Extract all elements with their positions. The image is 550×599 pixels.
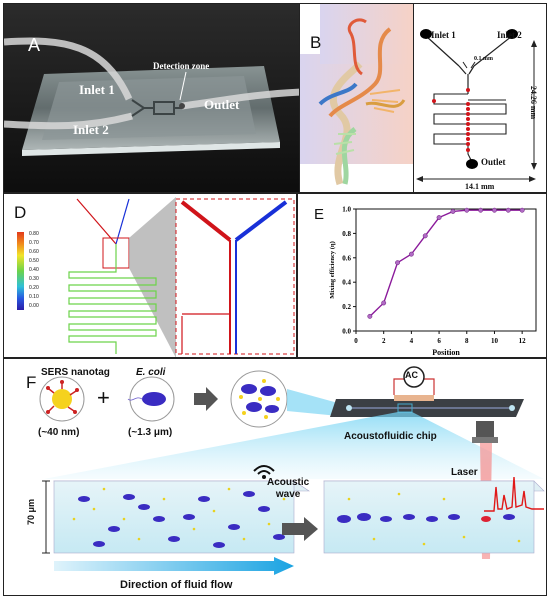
data-point xyxy=(436,215,442,220)
aptamer-structure-illustration xyxy=(300,4,413,186)
chip-schematic xyxy=(416,29,537,182)
colorbar-tick: 0.30 xyxy=(29,276,39,282)
data-point xyxy=(367,313,373,319)
y-tick-label: 0.8 xyxy=(342,230,351,238)
flow-direction-arrow xyxy=(54,557,294,575)
c-outlet-label: Outlet xyxy=(481,157,506,167)
nanotag-title: SERS nanotag xyxy=(41,367,110,378)
c-inlet1-label: Inlet 1 xyxy=(431,30,456,40)
channel-height-label: 70 μm xyxy=(26,498,37,526)
detection-arrow xyxy=(179,71,187,101)
flow-direction-label: Direction of fluid flow xyxy=(120,579,233,591)
colorbar-tick: 0.50 xyxy=(29,258,39,264)
data-point xyxy=(519,207,525,213)
x-tick-label: 4 xyxy=(410,337,414,345)
panel-label-e: E xyxy=(314,206,324,223)
data-point xyxy=(381,300,387,306)
series-line xyxy=(369,209,523,317)
acoustic-wave-label: Acoustic wave xyxy=(267,477,310,500)
workflow-illustration xyxy=(39,366,545,575)
ecoli-size: (~1.3 μm) xyxy=(128,427,173,438)
ac-source xyxy=(403,366,425,388)
x-tick-label: 12 xyxy=(519,337,527,345)
c-width-label: 14.1 mm xyxy=(465,182,495,191)
laser-label: Laser xyxy=(451,467,478,478)
x-tick-label: 2 xyxy=(382,337,386,345)
data-point xyxy=(450,208,456,214)
data-point xyxy=(464,207,470,213)
laser-icon xyxy=(476,421,494,439)
chip-photo xyxy=(4,4,299,192)
c-inlet2-label: Inlet 2 xyxy=(497,30,522,40)
colorbar-ticks: 0.80 0.70 0.60 0.50 0.40 0.30 0.20 0.10 … xyxy=(29,230,39,311)
y-tick-label: 0.0 xyxy=(342,328,351,336)
colorbar-tick: 0.60 xyxy=(29,249,39,255)
detection-zone-label: Detection zone xyxy=(153,61,210,71)
sers-spectrum xyxy=(484,476,544,512)
x-tick-label: 0 xyxy=(354,337,358,345)
panel-label-f: F xyxy=(26,373,37,392)
process-arrow xyxy=(194,387,218,411)
x-axis-label: Position xyxy=(432,348,460,357)
panel-label-d: D xyxy=(14,203,27,222)
data-point xyxy=(408,251,414,257)
colorbar-tick: 0.10 xyxy=(29,294,39,300)
outlet-label: Outlet xyxy=(204,97,240,112)
y-tick-label: 0.4 xyxy=(342,279,351,287)
y-tick-label: 0.6 xyxy=(342,254,351,262)
x-tick-label: 6 xyxy=(437,337,441,345)
plot-frame xyxy=(355,208,537,332)
colorbar-tick: 0.20 xyxy=(29,285,39,291)
ac-label: AC xyxy=(405,370,418,380)
channel-before xyxy=(53,480,295,554)
data-point xyxy=(492,207,497,213)
data-point xyxy=(478,207,484,213)
chart-marks xyxy=(367,207,525,319)
panel-c: C Inlet 1 Inlet 2 0.1 xyxy=(413,3,547,193)
inlet1-label: Inlet 1 xyxy=(79,82,115,97)
colorbar-tick: 0.00 xyxy=(29,303,39,309)
y-axis-label: Mixing efficiency (η) xyxy=(329,241,336,298)
panel-f: F xyxy=(3,358,547,596)
transition-arrow xyxy=(282,517,318,541)
y-tick-label: 0.2 xyxy=(342,303,351,311)
panel-d: D 0.80 0.70 xyxy=(3,193,297,358)
colorbar-tick: 0.80 xyxy=(29,231,39,237)
c-height-label: 24.26 mm xyxy=(529,85,539,120)
x-tick-label: 8 xyxy=(465,337,469,345)
wifi-wave-icon xyxy=(253,465,275,475)
c-gap-label: 0.1 mm xyxy=(474,56,493,62)
data-point xyxy=(422,233,428,239)
panel-label-a: A xyxy=(28,35,41,55)
panel-a: A Inlet 1 Inlet 2 Outlet Detection zone xyxy=(3,3,300,193)
inlet2-label: Inlet 2 xyxy=(73,122,109,137)
plus-sign: + xyxy=(97,385,110,410)
colorbar-tick: 0.40 xyxy=(29,267,39,273)
panel-b: B xyxy=(300,3,413,193)
mixing-simulation xyxy=(17,197,295,357)
data-point xyxy=(395,260,400,266)
chip-label: Acoustofluidic chip xyxy=(344,431,437,442)
colorbar xyxy=(17,232,24,310)
data-point xyxy=(505,207,511,213)
colorbar-tick: 0.70 xyxy=(29,240,39,246)
nanotag-size: (~40 nm) xyxy=(38,427,80,438)
x-tick-label: 10 xyxy=(491,337,499,345)
panel-label-b: B xyxy=(310,33,322,52)
y-tick-label: 1.0 xyxy=(342,206,351,214)
ecoli-title: E. coli xyxy=(136,367,166,378)
